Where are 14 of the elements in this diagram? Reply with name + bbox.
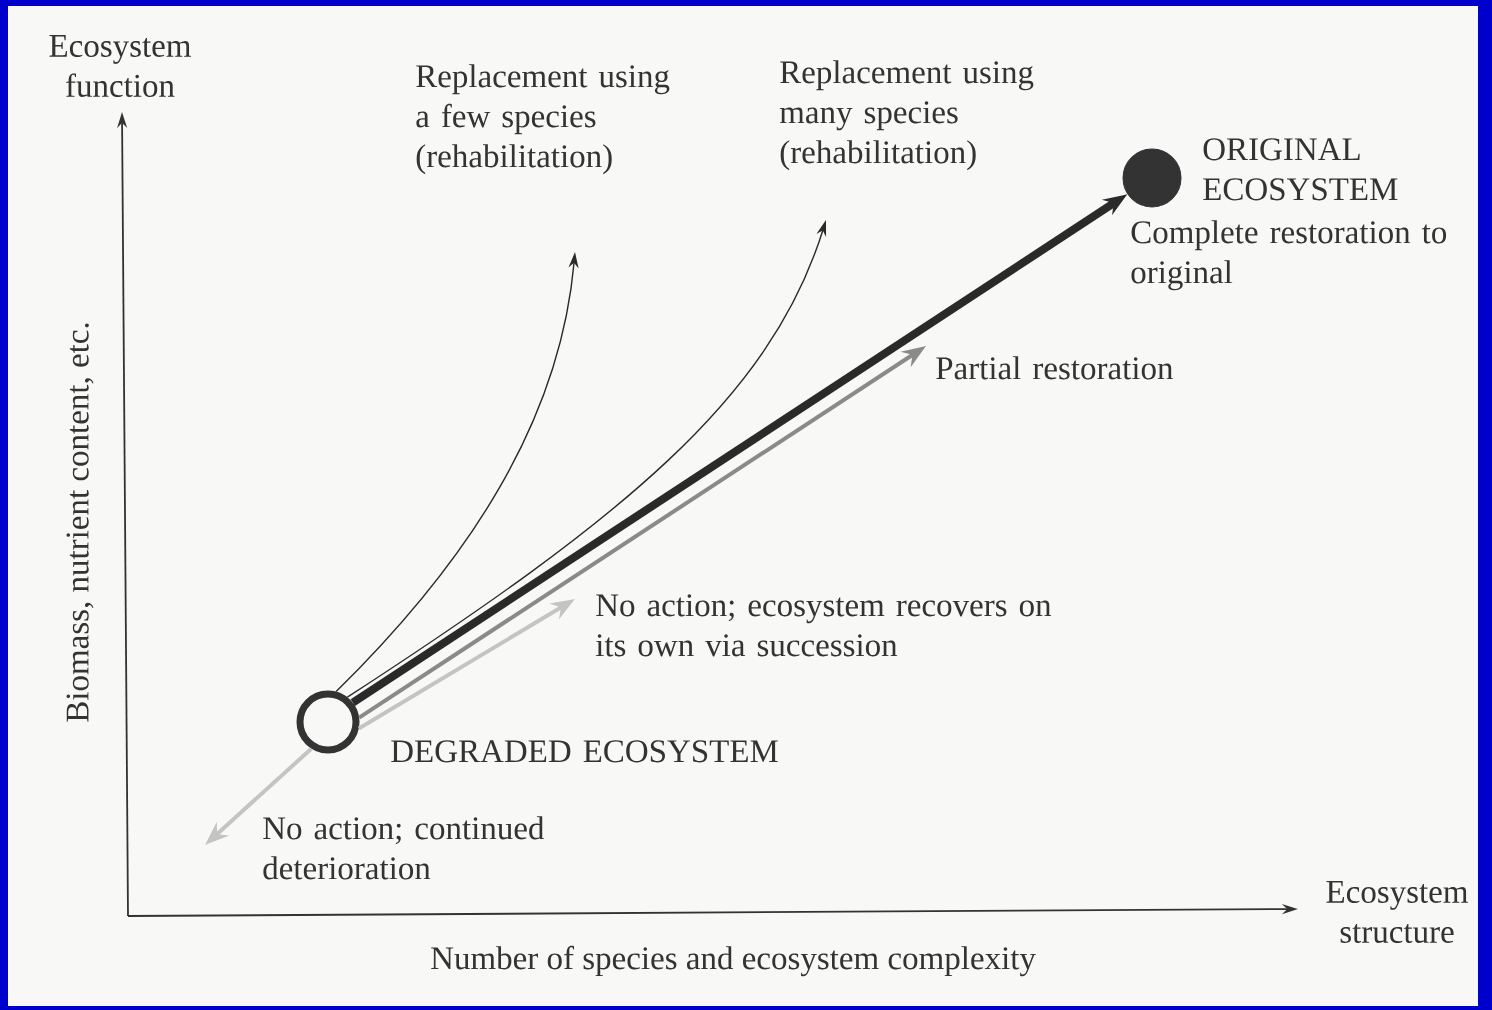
node-caption: DEGRADED ECOSYSTEM — [391, 740, 778, 763]
edge-label: No action; ecosystem recovers on its own via succession — [595, 594, 1052, 657]
axis-title: Number of species and ecosystem complexity — [431, 945, 1036, 977]
edge-label: Partial restoration — [936, 356, 1173, 380]
edge-label: Complete restoration to original — [1131, 220, 1447, 291]
node-caption: ORIGINAL ECOSYSTEM — [1203, 138, 1398, 201]
circle-marker — [1122, 148, 1182, 208]
axis-title: Ecosystem structure — [1326, 881, 1468, 943]
edge-label: No action; continued deterioration — [263, 816, 545, 880]
circle-marker — [296, 690, 360, 754]
axis-title: Biomass, nutrient content, etc. — [66, 323, 94, 722]
edge-label: Replacement using many species (rehabilitation) — [779, 60, 1034, 171]
edge-label: Replacement using a few species (rehabilitation) — [416, 64, 670, 175]
axis-title: Ecosystem function — [49, 35, 191, 97]
